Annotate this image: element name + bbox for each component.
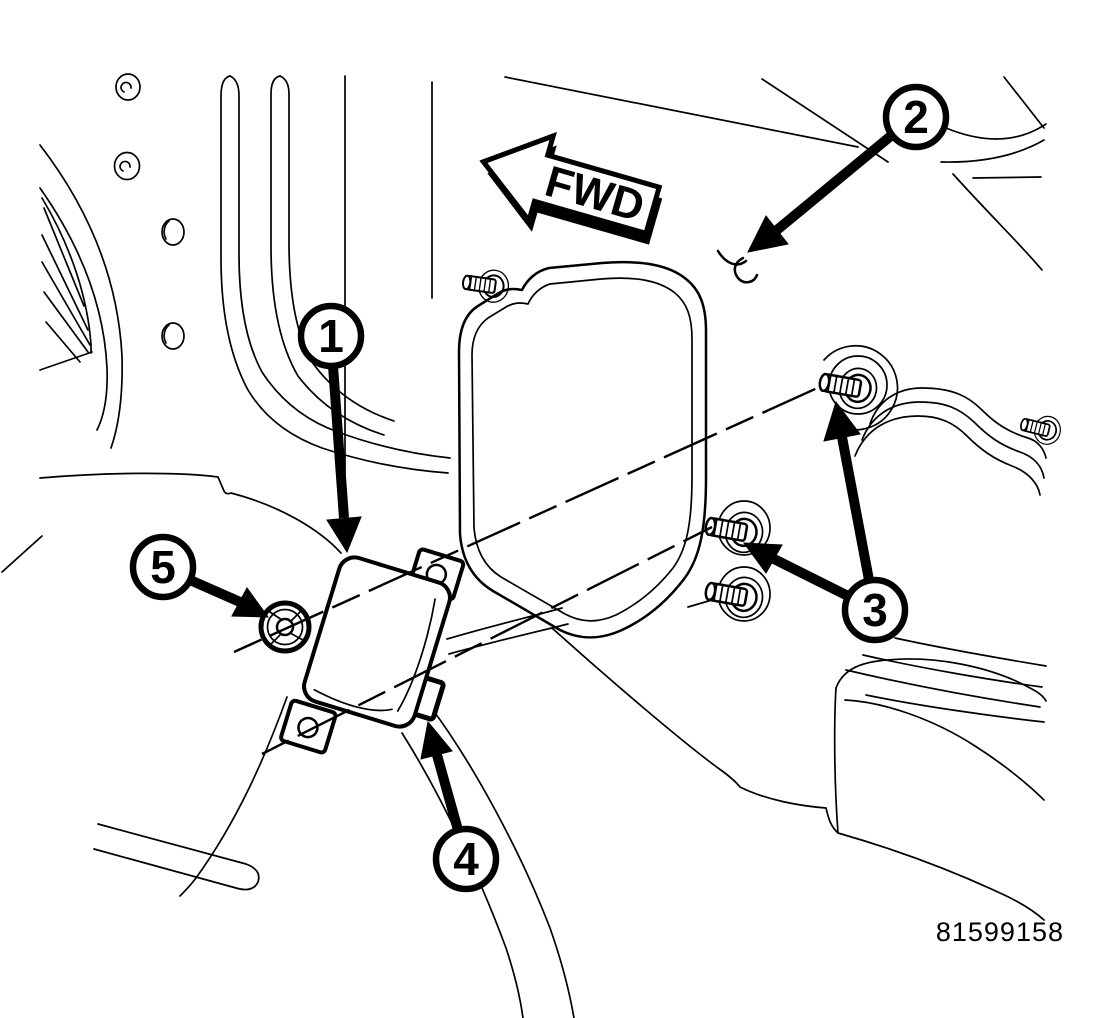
callout-4-label: 4	[453, 833, 479, 885]
panel-line	[952, 173, 1043, 271]
panel-step-edge	[854, 415, 1041, 496]
body-crease	[1, 535, 43, 573]
module-mounting-tab-lower	[279, 698, 338, 755]
roof-line	[945, 123, 1047, 140]
panel-hole	[161, 218, 185, 246]
arch-curve	[429, 705, 575, 1018]
fwd-direction-arrow: FWD	[479, 131, 663, 245]
module-edge-highlight	[313, 688, 393, 712]
callout-1: 1	[297, 302, 365, 554]
roof-line	[504, 76, 859, 148]
arch-curve	[401, 732, 524, 1018]
weld-stud-upper	[815, 344, 899, 431]
panel-line	[1003, 76, 1045, 129]
small-stud-top	[459, 265, 512, 306]
figure-number: 81599158	[936, 917, 1064, 947]
control-module	[279, 547, 466, 755]
alignment-centerlines	[233, 383, 825, 756]
panel-line	[865, 694, 1045, 723]
arch-curve	[179, 696, 288, 897]
panel-hole	[161, 322, 185, 350]
pocket-edge	[833, 687, 839, 834]
body-sweep	[837, 832, 1045, 921]
callout-2-label: 2	[903, 91, 929, 143]
pocket-edge	[844, 699, 1045, 801]
panel-step-edge	[861, 401, 1045, 479]
panel-step-edge	[869, 387, 1047, 459]
body-crease	[446, 607, 563, 640]
retainer-clip	[716, 249, 759, 284]
access-opening-outer	[457, 260, 708, 639]
pillar-line	[220, 75, 449, 474]
fwd-arrow-body	[479, 131, 663, 237]
body-crease	[39, 472, 342, 554]
weld-stud-middle	[701, 500, 771, 557]
pocket-edge	[835, 658, 1047, 702]
callout-5-label: 5	[150, 541, 176, 593]
body-panel-line-art	[1, 73, 1047, 1018]
callout-2: 2	[747, 83, 950, 253]
pillar-edge	[39, 144, 124, 449]
roof-line	[940, 139, 1045, 163]
vent-boundary	[39, 197, 93, 371]
panel-line	[894, 637, 1047, 667]
mounting-nut	[258, 600, 312, 654]
mounting-studs	[459, 265, 1065, 622]
sill-strip	[93, 823, 260, 891]
panel-line	[972, 176, 1042, 179]
body-sweep	[551, 627, 839, 834]
body-crease	[448, 623, 569, 655]
panel-hole	[113, 151, 141, 181]
weld-stud-lower	[687, 566, 771, 622]
panel-hole	[115, 73, 141, 101]
callout-1-label: 1	[318, 310, 344, 362]
pillar-edge	[39, 187, 109, 431]
roof-line	[761, 78, 889, 163]
access-opening-inner	[471, 277, 693, 622]
module-body	[302, 555, 452, 729]
pillar-line	[279, 75, 395, 422]
vent-hatching	[41, 207, 91, 363]
small-bolt-right	[1016, 409, 1065, 448]
panel-line	[845, 669, 1041, 708]
callout-3-label: 3	[862, 584, 888, 636]
callout-4: 4	[420, 720, 500, 893]
module-edge-highlight	[396, 598, 436, 712]
pillar-line	[229, 75, 451, 459]
callout-3: 3	[742, 400, 909, 644]
centerline-lower	[261, 525, 713, 756]
callout-5: 5	[129, 533, 269, 618]
